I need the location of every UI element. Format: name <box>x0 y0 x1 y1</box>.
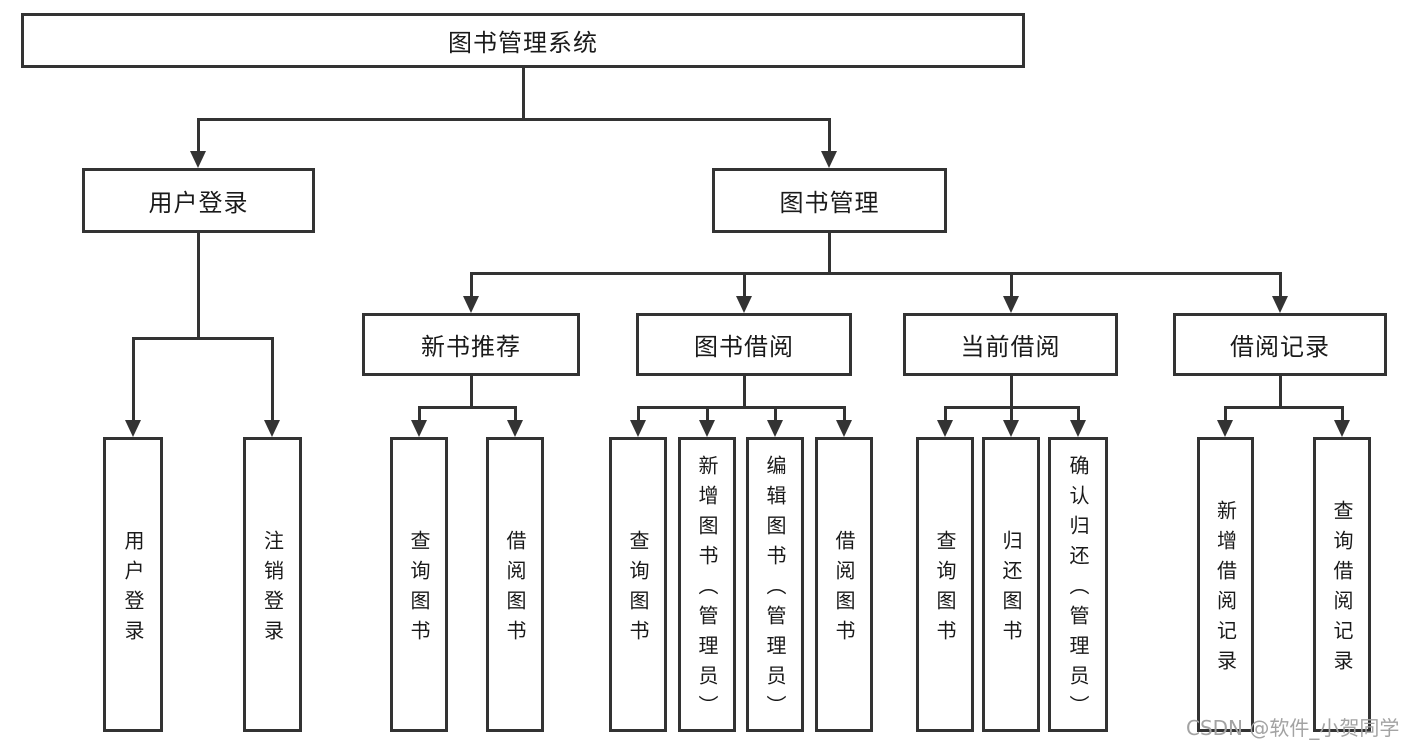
node-label: 图书管理系统 <box>448 29 598 57</box>
node-label: 借阅记录 <box>1230 333 1330 361</box>
node-return-books: 归还图书 <box>982 437 1040 732</box>
node-query-books-current: 查询图书 <box>916 437 974 732</box>
connector-line <box>470 272 1282 275</box>
connector-line <box>637 406 640 420</box>
connector-line <box>522 68 525 118</box>
connector-line <box>1077 406 1080 420</box>
connector-line <box>828 233 831 272</box>
node-borrow-books-recommend: 借阅图书 <box>486 437 544 732</box>
csdn-watermark: CSDN @软件_小贺同学 <box>1186 716 1400 740</box>
connector-line <box>843 406 846 420</box>
connector-line <box>1224 406 1344 409</box>
connector-line <box>1224 406 1227 420</box>
connector-line <box>743 376 746 406</box>
arrow-down-icon <box>836 420 852 437</box>
node-label: 用户登录 <box>148 189 249 217</box>
node-query-books-recommend: 查询图书 <box>390 437 448 732</box>
node-edit-book-admin: 编辑图书（管理员） <box>746 437 804 732</box>
connector-line <box>1010 406 1013 420</box>
node-library-management-system: 图书管理系统 <box>21 13 1025 68</box>
node-label: 新增图书（管理员） <box>695 454 719 725</box>
node-current-borrowing: 当前借阅 <box>903 313 1118 376</box>
node-user-login: 用户登录 <box>103 437 163 732</box>
arrow-down-icon <box>821 151 837 168</box>
arrow-down-icon <box>699 420 715 437</box>
node-label: 借阅图书 <box>503 529 527 650</box>
connector-line <box>418 406 517 409</box>
arrow-down-icon <box>264 420 280 437</box>
arrow-down-icon <box>1217 420 1233 437</box>
arrow-down-icon <box>190 151 206 168</box>
connector-line <box>944 406 947 420</box>
connector-line <box>706 406 709 420</box>
node-user-login-branch: 用户登录 <box>82 168 315 233</box>
connector-line <box>1341 406 1344 420</box>
node-query-books-borrowing: 查询图书 <box>609 437 667 732</box>
connector-line <box>197 118 831 121</box>
connector-line <box>197 118 200 151</box>
connector-line <box>828 118 831 151</box>
node-label: 借阅图书 <box>832 529 856 650</box>
node-query-borrow-record: 查询借阅记录 <box>1313 437 1371 732</box>
arrow-down-icon <box>1334 420 1350 437</box>
connector-line <box>132 337 135 420</box>
arrow-down-icon <box>125 420 141 437</box>
node-label: 查询图书 <box>626 529 650 650</box>
connector-line <box>418 406 421 420</box>
arrow-down-icon <box>1003 420 1019 437</box>
connector-line <box>514 406 517 420</box>
node-label: 查询图书 <box>933 529 957 650</box>
arrow-down-icon <box>736 296 752 313</box>
arrow-down-icon <box>507 420 523 437</box>
arrow-down-icon <box>411 420 427 437</box>
connector-line <box>470 272 473 296</box>
node-label: 查询图书 <box>407 529 431 650</box>
node-book-management-branch: 图书管理 <box>712 168 947 233</box>
connector-line <box>1279 376 1282 406</box>
node-add-borrow-record: 新增借阅记录 <box>1197 437 1254 732</box>
connector-line <box>743 272 746 296</box>
node-label: 当前借阅 <box>960 333 1061 361</box>
connector-line <box>1010 272 1013 296</box>
node-label: 用户登录 <box>121 529 145 650</box>
arrow-down-icon <box>630 420 646 437</box>
node-label: 归还图书 <box>999 529 1023 650</box>
node-label: 图书管理 <box>779 189 880 217</box>
node-book-borrowing: 图书借阅 <box>636 313 852 376</box>
node-label: 图书借阅 <box>694 333 794 361</box>
node-label: 新书推荐 <box>421 333 521 361</box>
connector-line <box>637 406 846 409</box>
node-label: 新增借阅记录 <box>1213 499 1238 680</box>
arrow-down-icon <box>1272 296 1288 313</box>
connector-line <box>197 233 200 337</box>
node-logout: 注销登录 <box>243 437 302 732</box>
connector-line <box>470 376 473 406</box>
arrow-down-icon <box>463 296 479 313</box>
arrow-down-icon <box>1003 296 1019 313</box>
node-new-book-recommendation: 新书推荐 <box>362 313 580 376</box>
arrow-down-icon <box>767 420 783 437</box>
node-borrow-books-borrowing: 借阅图书 <box>815 437 873 732</box>
node-label: 确认归还（管理员） <box>1066 454 1090 725</box>
connector-line <box>271 337 274 420</box>
node-confirm-return-admin: 确认归还（管理员） <box>1048 437 1108 732</box>
connector-line <box>774 406 777 420</box>
node-borrowing-records: 借阅记录 <box>1173 313 1387 376</box>
connector-line <box>132 337 274 340</box>
node-label: 注销登录 <box>260 529 285 650</box>
node-label: 编辑图书（管理员） <box>763 454 787 725</box>
connector-line <box>1010 376 1013 406</box>
node-add-book-admin: 新增图书（管理员） <box>678 437 736 732</box>
arrow-down-icon <box>937 420 953 437</box>
arrow-down-icon <box>1070 420 1086 437</box>
connector-line <box>1279 272 1282 296</box>
node-label: 查询借阅记录 <box>1330 499 1354 680</box>
